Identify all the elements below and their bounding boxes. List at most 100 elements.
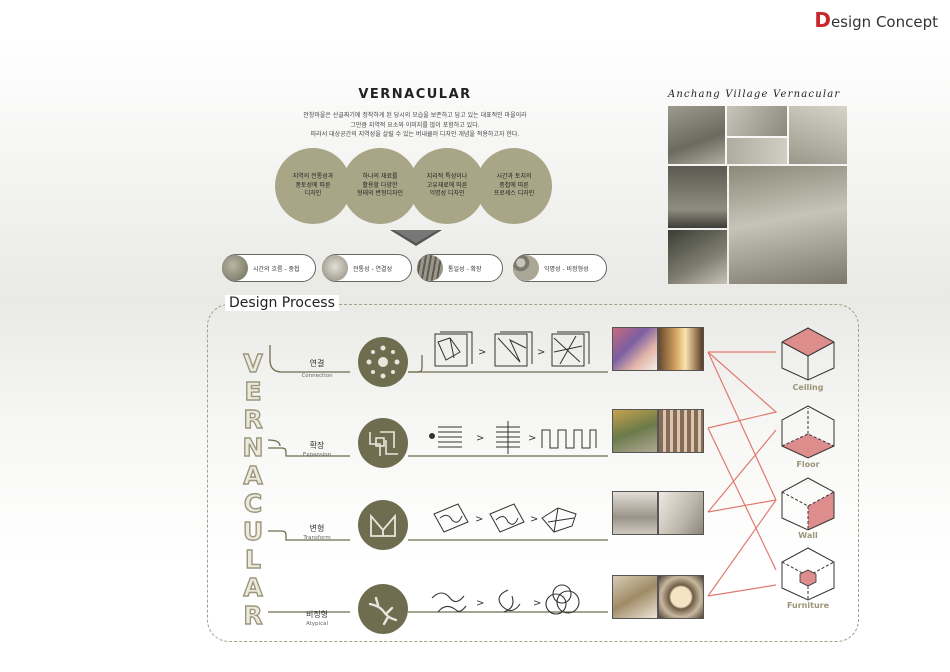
photo [668, 166, 727, 228]
vertical-letter: E [244, 376, 262, 406]
floor-cube-icon [781, 405, 835, 459]
vertical-letter: R [243, 600, 264, 630]
reference-photo [612, 409, 658, 453]
output-label-ceiling: Ceiling [792, 383, 824, 392]
row-label-en: Expansion [302, 452, 332, 458]
vertical-letter: C [243, 488, 263, 518]
atypical-sketches: >> [431, 584, 580, 615]
arrow-glyph: > [476, 598, 484, 609]
arrow-glyph: > [537, 347, 545, 358]
vertical-letter: V [243, 348, 264, 378]
expansion-circle [358, 418, 408, 468]
circle-text: 하나의 재료를 [362, 173, 398, 181]
stone-thumbnail [513, 255, 539, 281]
photo [668, 230, 727, 284]
circle-text: 지역의 전통성과 [292, 173, 334, 181]
photo [727, 138, 787, 164]
transform-sketches: >> [433, 503, 577, 533]
down-arrow-icon [390, 230, 442, 246]
arrow-glyph: > [478, 347, 486, 358]
expansion-sketches: >> [429, 421, 597, 454]
vertical-letter: R [243, 404, 264, 434]
intro-line: 안창마을은 산골짜기에 정착하게 된 당시의 모습을 보존하고 담고 있는 대표… [303, 112, 527, 119]
intro-line: 따라서 대상공간의 지역성을 살릴 수 있는 버내큘러 디자인 개념을 적용하고… [310, 131, 520, 138]
intro-line: 그만큼 지역적 요소와 이미지를 많이 포함하고 있다. [350, 121, 480, 129]
pill-label: 익명성 - 비정형성 [544, 265, 589, 273]
wall-cube-icon [781, 477, 835, 531]
circle-text: 중첩에 따른 [499, 181, 529, 189]
keyword-pill: 익명성 - 비정형성 [513, 254, 607, 282]
circle-text: 익명성 디자인 [429, 190, 465, 198]
circle-text: 고유재료에 따른 [426, 181, 468, 189]
connection-circle [358, 337, 408, 387]
reference-photo [658, 409, 704, 453]
arrow-glyph: > [533, 598, 541, 609]
row-label-en: Atypical [305, 621, 329, 627]
reference-photo [612, 327, 658, 371]
reference-photo [612, 491, 658, 535]
photo [789, 106, 847, 164]
reference-photo [658, 491, 704, 535]
photo [668, 106, 725, 164]
circle-text: 시간과 토지의 [496, 173, 532, 181]
vertical-letter: A [243, 572, 264, 602]
row-label-transform: 변형 [309, 524, 325, 533]
fold-icon [370, 513, 396, 537]
arrow-glyph: > [476, 433, 484, 444]
vertical-letter: N [242, 432, 264, 462]
vertical-letter: U [242, 516, 264, 546]
output-label-floor: Floor [796, 460, 820, 469]
vernacular-title: VERNACULAR [358, 87, 472, 102]
atypical-circle [358, 584, 408, 634]
row-label-en: Transform [303, 535, 331, 541]
branch-icon [368, 596, 398, 626]
row-label-expansion: 확장 [309, 441, 325, 450]
roof-thumbnail [417, 255, 443, 281]
vertical-letter: L [244, 544, 261, 574]
vernacular-intro: 안창마을은 산골짜기에 정착하게 된 당시의 모습을 보존하고 담고 있는 대표… [262, 111, 568, 140]
circle-text: 프로세스 디자인 [493, 190, 535, 198]
pill-label: 전통성 - 연결성 [353, 265, 393, 273]
keyword-pill: 시간의 흐름 - 중첩 [222, 254, 316, 282]
reference-photo [612, 575, 658, 619]
arrow-glyph: > [475, 514, 483, 525]
transform-circle [358, 500, 408, 550]
vertical-letter: A [243, 460, 264, 490]
circle-text: 풍토성에 따른 [295, 181, 331, 189]
design-process-frame [207, 304, 859, 642]
circuit-icon [369, 431, 398, 456]
texture-thumbnail [222, 255, 248, 281]
pill-label: 시간의 흐름 - 중첩 [253, 265, 300, 273]
photo [727, 106, 787, 136]
anchang-photo-grid [668, 106, 847, 284]
connection-sketches: >> [434, 331, 590, 367]
row-label-en: Connection [301, 373, 333, 379]
photo [729, 166, 847, 284]
output-label-wall: Wall [798, 531, 818, 540]
reference-photo [658, 575, 704, 619]
row-label-atypical: 비정형 [305, 610, 329, 619]
reference-photo [658, 327, 704, 371]
output-label-furniture: Furniture [786, 601, 830, 610]
circle-text: 지리적 특성이나 [426, 173, 468, 181]
circle-text: 형태의 변형디자인 [356, 190, 404, 198]
arrow-glyph: > [528, 433, 536, 444]
keyword-pill: 전통성 - 연결성 [322, 254, 412, 282]
ceiling-cube-icon [781, 327, 835, 381]
keyword-pill: 통일성 - 확장 [417, 254, 503, 282]
circle-text: 활용할 다양한 [362, 181, 398, 189]
page-title: Design Concept [814, 8, 938, 32]
anchang-title: Anchang Village Vernacular [668, 89, 841, 100]
page-title-initial: D [814, 8, 831, 32]
arrow-glyph: > [530, 514, 538, 525]
circle-text: 디자인 [304, 190, 322, 198]
pill-label: 통일성 - 확장 [448, 265, 482, 273]
page-title-rest: esign Concept [830, 13, 938, 31]
dots-icon [366, 345, 400, 379]
row-label-connection: 연결 [309, 359, 325, 368]
